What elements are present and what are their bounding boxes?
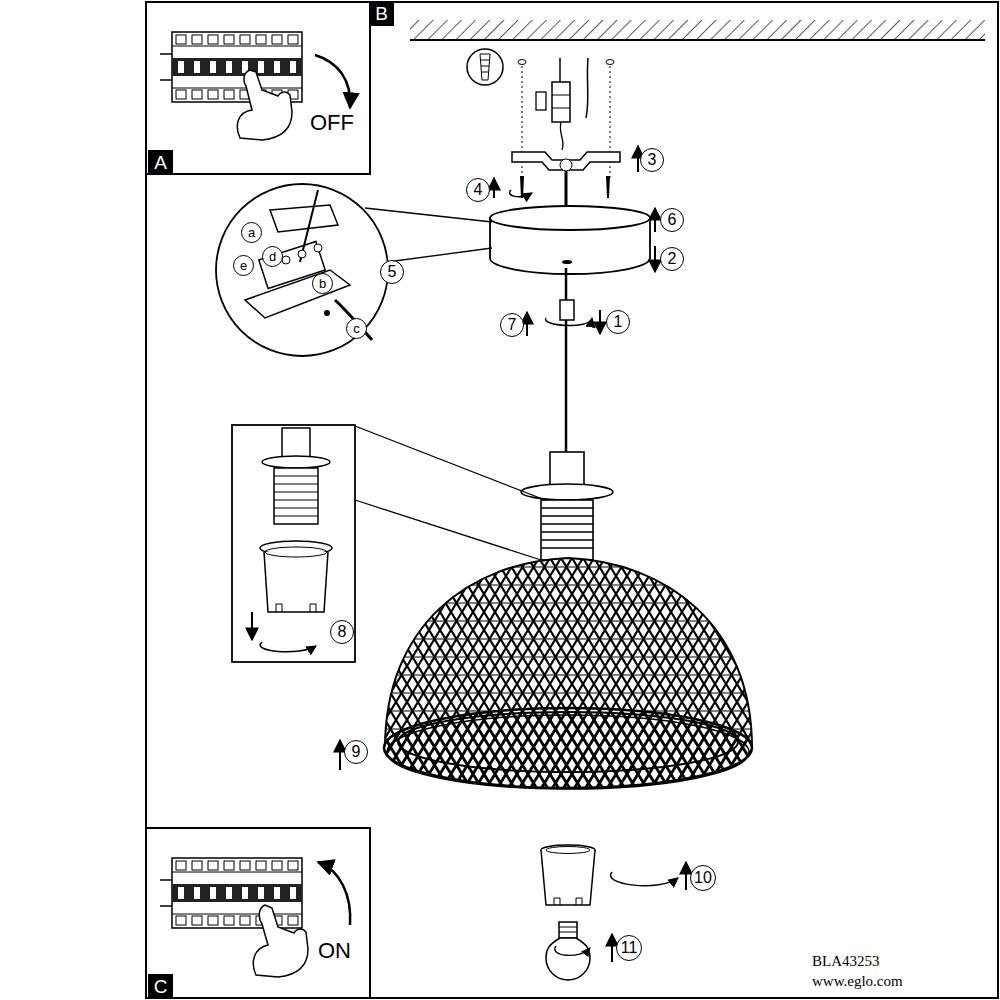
callout-letter: d xyxy=(262,246,283,267)
model-number: BLA43253 xyxy=(812,953,880,970)
callout-number: 11 xyxy=(616,935,642,961)
callout-letter-text: c xyxy=(353,322,360,335)
switch-state: ON xyxy=(318,938,351,964)
callout-number: 10 xyxy=(690,865,716,891)
callout-letter: b xyxy=(312,273,333,294)
callout-number: 5 xyxy=(380,260,404,284)
callout-number: 3 xyxy=(640,148,664,172)
callout-letter-text: e xyxy=(240,259,247,272)
callout-number-text: 5 xyxy=(388,264,397,280)
callout-number: 4 xyxy=(466,178,490,202)
callout-letter: a xyxy=(241,222,262,243)
step-letter-text: A xyxy=(154,153,167,172)
step-letter: B xyxy=(369,1,394,26)
step-letter: C xyxy=(148,974,173,999)
callout-number-text: 8 xyxy=(338,624,347,640)
callout-number-text: 6 xyxy=(668,212,677,228)
callout-number-text: 2 xyxy=(668,251,677,267)
step-letter: A xyxy=(148,150,173,175)
callout-number-text: 3 xyxy=(648,152,657,168)
callout-number-text: 4 xyxy=(474,182,483,198)
step-letter-text: C xyxy=(154,977,168,996)
callout-letter-text: b xyxy=(319,277,326,290)
step-letter-text: B xyxy=(375,4,388,23)
callout-number-text: 7 xyxy=(508,317,517,333)
callout-letter-text: d xyxy=(269,250,276,263)
callout-number-text: 10 xyxy=(694,870,712,886)
callout-number: 9 xyxy=(344,740,368,764)
callout-number-text: 9 xyxy=(352,744,361,760)
callout-number: 6 xyxy=(660,208,684,232)
callout-number-text: 11 xyxy=(621,940,638,956)
callout-number: 2 xyxy=(660,247,684,271)
callout-letter-text: a xyxy=(248,226,255,239)
callout-number: 7 xyxy=(500,313,524,337)
callout-letter: e xyxy=(233,255,254,276)
switch-state: OFF xyxy=(310,110,354,136)
callout-number-text: 1 xyxy=(614,314,623,330)
callout-letter: c xyxy=(346,318,367,339)
callout-number: 8 xyxy=(330,620,354,644)
website: www.eglo.com xyxy=(812,973,903,990)
callout-number: 1 xyxy=(606,310,630,334)
